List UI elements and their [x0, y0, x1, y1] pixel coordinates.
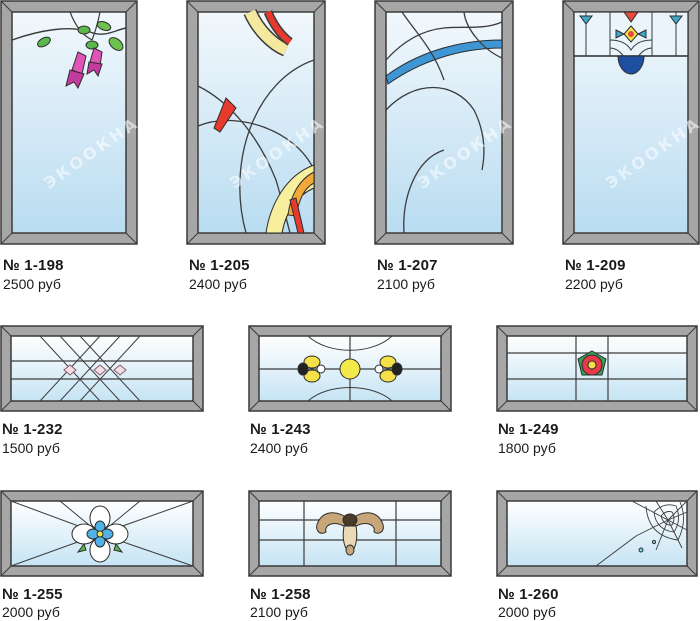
window-item-1-260[interactable]: № 1-260 2000 руб [496, 490, 700, 621]
stained-glass-1-249 [496, 325, 698, 412]
stained-glass-1-232 [0, 325, 204, 412]
window-item-1-207[interactable]: ЭКООКНА № 1-207 2100 руб [374, 0, 517, 300]
window-price: 2200 руб [565, 276, 623, 292]
window-item-1-249[interactable]: № 1-249 1800 руб [496, 325, 700, 460]
stained-glass-1-209: ЭКООКНА [562, 0, 700, 245]
window-price: 2100 руб [250, 604, 308, 620]
window-price: 2100 руб [377, 276, 435, 292]
window-price: 2500 руб [3, 276, 61, 292]
window-number: № 1-260 [498, 586, 559, 603]
window-price: 2400 руб [250, 440, 308, 456]
stained-glass-1-243 [248, 325, 452, 412]
window-price: 2400 руб [189, 276, 247, 292]
window-item-1-232[interactable]: № 1-232 1500 руб [0, 325, 205, 460]
window-item-1-258[interactable]: № 1-258 2100 руб [248, 490, 453, 621]
window-item-1-243[interactable]: № 1-243 2400 руб [248, 325, 453, 460]
stained-glass-1-207: ЭКООКНА [374, 0, 517, 245]
window-item-1-255[interactable]: № 1-255 2000 руб [0, 490, 205, 621]
stained-glass-1-205: ЭКООКНА [186, 0, 329, 245]
window-price: 2000 руб [2, 604, 60, 620]
window-price: 2000 руб [498, 604, 556, 620]
window-number: № 1-249 [498, 421, 559, 438]
stained-glass-1-255 [0, 490, 204, 577]
stained-glass-1-258 [248, 490, 452, 577]
stained-glass-1-198: ЭКООКНА [0, 0, 143, 245]
window-price: 1800 руб [498, 440, 556, 456]
window-number: № 1-205 [189, 257, 250, 274]
window-price: 1500 руб [2, 440, 60, 456]
window-number: № 1-198 [3, 257, 64, 274]
window-item-1-205[interactable]: ЭКООКНА № 1-205 2400 руб [186, 0, 329, 300]
window-number: № 1-209 [565, 257, 626, 274]
window-item-1-198[interactable]: ЭКООКНА № 1-198 2500 руб [0, 0, 143, 300]
window-number: № 1-207 [377, 257, 438, 274]
window-number: № 1-243 [250, 421, 311, 438]
stained-glass-1-260 [496, 490, 698, 577]
window-number: № 1-232 [2, 421, 63, 438]
window-number: № 1-255 [2, 586, 63, 603]
window-item-1-209[interactable]: ЭКООКНА № 1-209 2200 руб [562, 0, 700, 300]
window-number: № 1-258 [250, 586, 311, 603]
